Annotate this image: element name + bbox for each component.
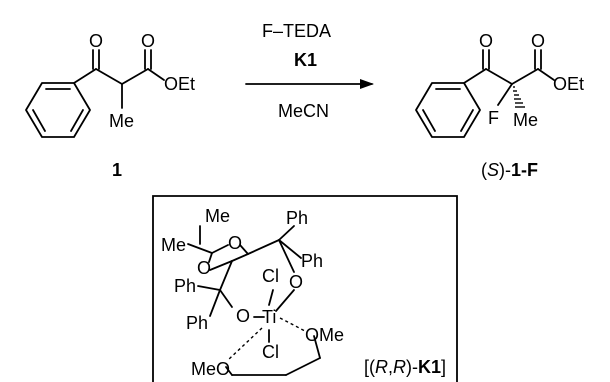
cat-meo: MeO [191, 359, 230, 379]
cat-cl-top: Cl [262, 266, 279, 286]
cat-me-top: Me [205, 206, 230, 226]
cat-ph-bottom: Ph [186, 313, 208, 333]
cat-cl-bottom: Cl [262, 342, 279, 362]
cat-o2: O [197, 258, 211, 278]
product-ester-o: O [531, 31, 545, 51]
catalyst-box: Me Me O O Ph Ph Cl O Ph Ti Ph O OMe Cl M… [152, 195, 458, 382]
box-frame [152, 195, 458, 382]
dative-bond-ome [279, 317, 306, 332]
product-me: Me [513, 110, 538, 130]
substrate-me: Me [109, 111, 134, 131]
substrate-ketone-o: O [89, 31, 103, 51]
hashed-wedge [513, 86, 525, 108]
product-oet: OEt [553, 74, 584, 94]
product-benzene-ring [415, 82, 481, 138]
cat-o4: O [236, 306, 250, 326]
cat-o3: O [289, 272, 303, 292]
product-label: (S)-1-F [481, 160, 538, 180]
cat-ph-top: Ph [286, 208, 308, 228]
benzene-ring [25, 82, 91, 138]
cat-o1: O [228, 233, 242, 253]
cat-ome: OMe [305, 325, 344, 345]
product-ketone-o: O [479, 31, 493, 51]
cat-ph-left: Ph [174, 276, 196, 296]
cat-ph-right: Ph [301, 251, 323, 271]
substrate-oet: OEt [164, 74, 195, 94]
arrow-head [360, 79, 374, 89]
solvent-label: MeCN [278, 101, 329, 121]
substrate-ester-o: O [141, 31, 155, 51]
cat-ti: Ti [262, 307, 276, 327]
catalyst-label: K1 [294, 50, 317, 70]
cat-me-left: Me [161, 235, 186, 255]
dative-bond-meo [227, 327, 263, 361]
substrate-structure: O O OEt Me [25, 31, 195, 138]
substrate-label: 1 [112, 160, 122, 180]
product-structure: O O OEt F Me [415, 31, 584, 138]
reagent-label: F–TEDA [262, 21, 331, 41]
catalyst-box-label: [(R,R)-K1] [364, 357, 446, 377]
product-f: F [488, 108, 499, 128]
